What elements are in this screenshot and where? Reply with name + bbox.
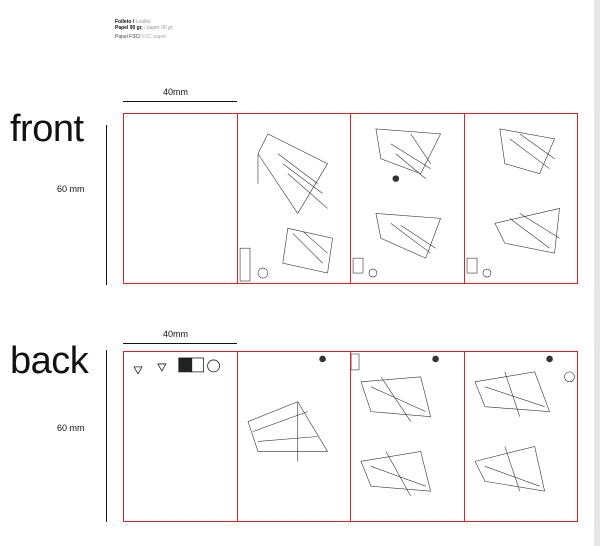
paper-weight-label: Papel 90 gr. / paper 90 gr. (115, 25, 174, 31)
back-panel (123, 351, 578, 522)
recycle-arrows-icon (207, 359, 220, 373)
back-panel-symbols (124, 352, 238, 521)
back-height-line (106, 350, 107, 522)
assembly-illustration (247, 355, 328, 462)
assembly-illustration (466, 128, 560, 278)
assembly-illustration (351, 353, 439, 497)
front-height-label: 60 mm (57, 184, 85, 194)
assembly-illustration (474, 355, 575, 492)
vertical-scrollbar[interactable] (594, 0, 600, 546)
leaflet-label: Folleto / Leaflet (115, 19, 151, 25)
back-panel-step (465, 352, 578, 521)
back-height-label: 60 mm (57, 423, 85, 433)
front-panel-blank (124, 114, 238, 283)
back-title: back (10, 340, 89, 382)
back-panel-step (238, 352, 351, 521)
front-width-label: 40mm (163, 87, 189, 97)
front-panel-step (351, 114, 465, 283)
fsc-logo (191, 357, 205, 373)
recycling-triangle-icon (157, 363, 167, 372)
assembly-illustration (352, 128, 442, 278)
fsc-paper-label: Papel FSC/ FSC paper (115, 34, 167, 40)
weee-bin-icon (178, 357, 193, 373)
front-panel-step (238, 114, 351, 283)
assembly-illustration (239, 133, 333, 282)
front-panel (123, 113, 578, 284)
front-title: front (10, 108, 84, 150)
back-width-label: 40mm (163, 329, 189, 339)
front-panel-step (465, 114, 578, 283)
back-panel-step (351, 352, 465, 521)
recycling-triangle-icon (133, 366, 143, 375)
front-height-line (106, 125, 107, 285)
front-width-line (123, 101, 237, 102)
back-width-line (123, 343, 237, 344)
